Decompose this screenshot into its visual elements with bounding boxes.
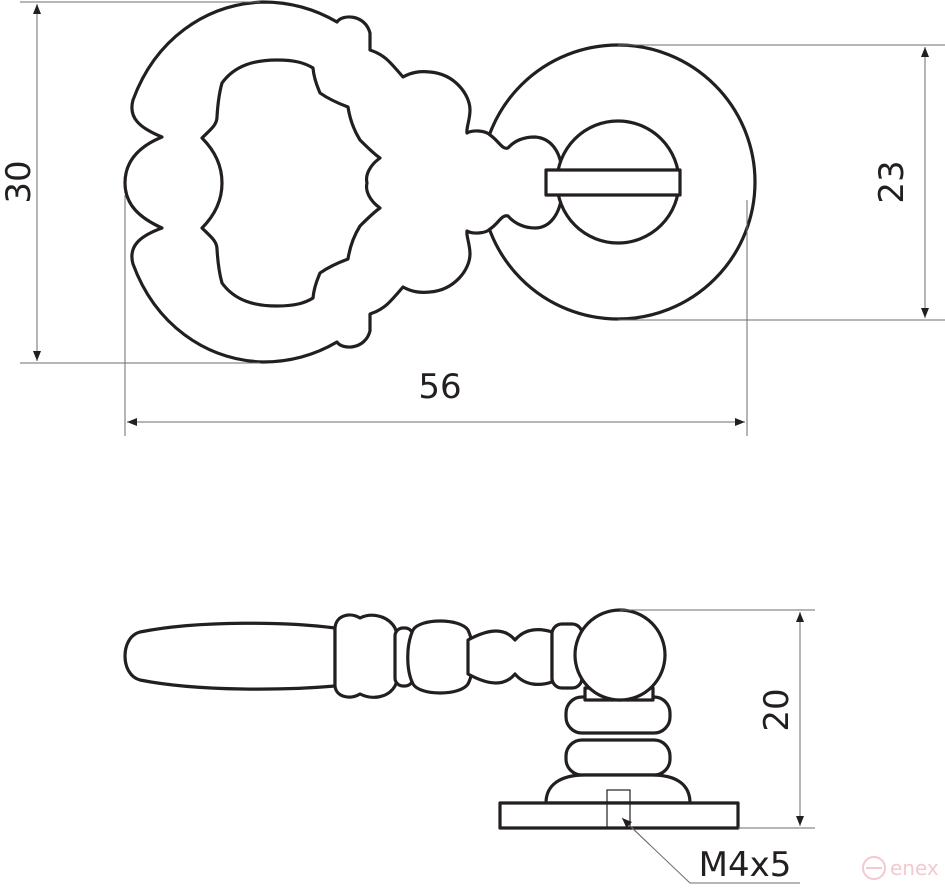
side-view <box>123 608 740 830</box>
dimension-label-20: 20 <box>757 688 797 731</box>
dimension-30: 30 <box>0 1 260 364</box>
handle-ring-inner <box>200 58 382 308</box>
slot <box>544 168 682 197</box>
handle-grip <box>123 621 337 691</box>
dimension-56: 56 <box>124 195 748 436</box>
knob <box>573 608 667 702</box>
dimension-label-23: 23 <box>872 160 912 203</box>
top-view <box>123 0 757 364</box>
base-dome <box>544 773 692 805</box>
base-plate <box>498 801 740 830</box>
thread-label: M4x5 <box>699 845 792 885</box>
bead-1 <box>333 613 401 699</box>
svg-text:enex: enex <box>890 856 939 880</box>
dimension-23: 23 <box>618 44 945 321</box>
neck <box>466 628 554 686</box>
ring-upper <box>564 695 672 735</box>
bead-3 <box>406 619 475 695</box>
dimension-label-56: 56 <box>418 367 461 407</box>
thread-hole <box>606 789 631 829</box>
watermark-logo: enex <box>862 856 939 880</box>
ring-lower <box>564 738 672 777</box>
dimension-label-30: 30 <box>0 160 39 203</box>
thread-callout: M4x5 <box>621 817 800 885</box>
dimension-20: 20 <box>620 609 815 829</box>
